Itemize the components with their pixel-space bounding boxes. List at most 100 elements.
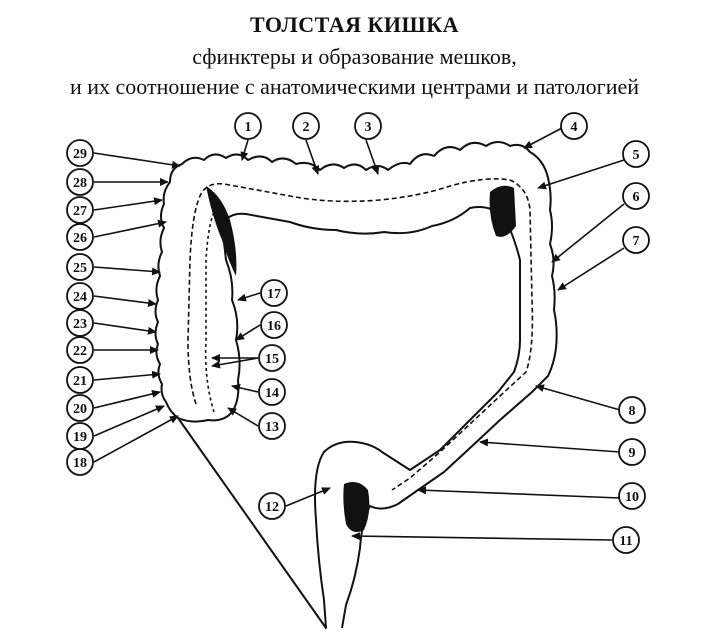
callout-1: 1 [234,112,262,140]
colon-inner-wall [204,211,215,413]
colon-lumen-line [187,178,534,491]
callout-number: 19 [73,430,87,445]
callout-17: 17 [260,279,288,307]
callout-23: 23 [66,309,94,337]
callout-number: 22 [73,344,87,359]
callout-number: 24 [73,290,87,305]
callout-number: 4 [571,120,578,135]
callout-circle [618,396,646,424]
callout-number: 18 [73,456,87,471]
dark-zones [206,185,516,532]
callout-circle [354,112,382,140]
callout-13: 13 [258,412,286,440]
callout-24: 24 [66,282,94,310]
callout-number: 21 [73,374,87,389]
callout-number: 15 [265,352,279,367]
callout-number: 25 [73,261,87,276]
callout-25: 25 [66,253,94,281]
left-inner-zone [206,186,237,276]
callout-number: 5 [633,148,640,163]
callout-number: 29 [73,147,87,162]
callout-22: 22 [66,336,94,364]
callout-19: 19 [66,422,94,450]
callout-26: 26 [66,223,94,251]
leader-lines [93,127,625,541]
callout-circle [258,378,286,406]
callout-circle [560,112,588,140]
callout-circle [618,482,646,510]
callout-circle [234,112,262,140]
callout-number: 11 [619,534,632,549]
callout-number: 20 [73,402,87,417]
callout-number: 14 [265,386,279,401]
callout-12: 12 [258,492,286,520]
callout-16: 16 [260,311,288,339]
callout-6: 6 [622,182,650,210]
callout-number: 12 [265,500,279,515]
callout-circle [258,412,286,440]
callout-circle [66,139,94,167]
callout-number: 27 [73,204,87,219]
callout-circle [622,226,650,254]
callout-circle [66,196,94,224]
callout-5: 5 [622,140,650,168]
callout-28: 28 [66,168,94,196]
callout-circle [66,309,94,337]
callout-circle [66,422,94,450]
callout-9: 9 [618,438,646,466]
sigmoid-zone [343,482,370,532]
callout-circle [612,526,640,554]
callout-21: 21 [66,366,94,394]
callout-circle [292,112,320,140]
page-title: ТОЛСТАЯ КИШКА [249,12,460,37]
callout-15: 15 [258,344,286,372]
callout-number: 7 [633,234,640,249]
callout-number: 10 [625,490,639,505]
callout-circle [66,366,94,394]
callout-circle [622,182,650,210]
callout-circle [66,253,94,281]
callout-number: 28 [73,176,87,191]
callout-number: 26 [73,231,87,246]
callout-number: 8 [629,404,636,419]
callout-10: 10 [618,482,646,510]
callout-number: 6 [633,190,640,205]
callout-circle [622,140,650,168]
callout-18: 18 [66,448,94,476]
callout-circle [66,394,94,422]
callout-7: 7 [622,226,650,254]
callout-circle [66,223,94,251]
callout-number: 2 [303,120,310,135]
callout-number: 1 [245,120,252,135]
callout-number: 13 [265,420,279,435]
callout-14: 14 [258,378,286,406]
callout-20: 20 [66,394,94,422]
callout-3: 3 [354,112,382,140]
callout-circle [618,438,646,466]
callout-11: 11 [612,526,640,554]
callout-circle [66,282,94,310]
hepatic-flexure-zone [489,185,516,237]
colon-body [154,141,558,629]
callout-circle [258,492,286,520]
callout-8: 8 [618,396,646,424]
callout-circle [260,279,288,307]
colon-outer-wall [154,141,558,629]
subtitle-line-2: и их соотношение с анатомическими центра… [69,74,640,99]
callout-circle [66,336,94,364]
callout-2: 2 [292,112,320,140]
subtitle-line-1: сфинктеры и образование мешков, [192,44,517,69]
callout-circle [66,168,94,196]
callout-number: 3 [365,120,372,135]
callout-number: 9 [629,446,636,461]
callout-number: 17 [267,287,281,302]
callout-number: 16 [267,319,281,334]
callout-29: 29 [66,139,94,167]
callout-27: 27 [66,196,94,224]
callout-number: 23 [73,317,87,332]
callout-circle [258,344,286,372]
callout-circle [260,311,288,339]
callout-4: 4 [560,112,588,140]
